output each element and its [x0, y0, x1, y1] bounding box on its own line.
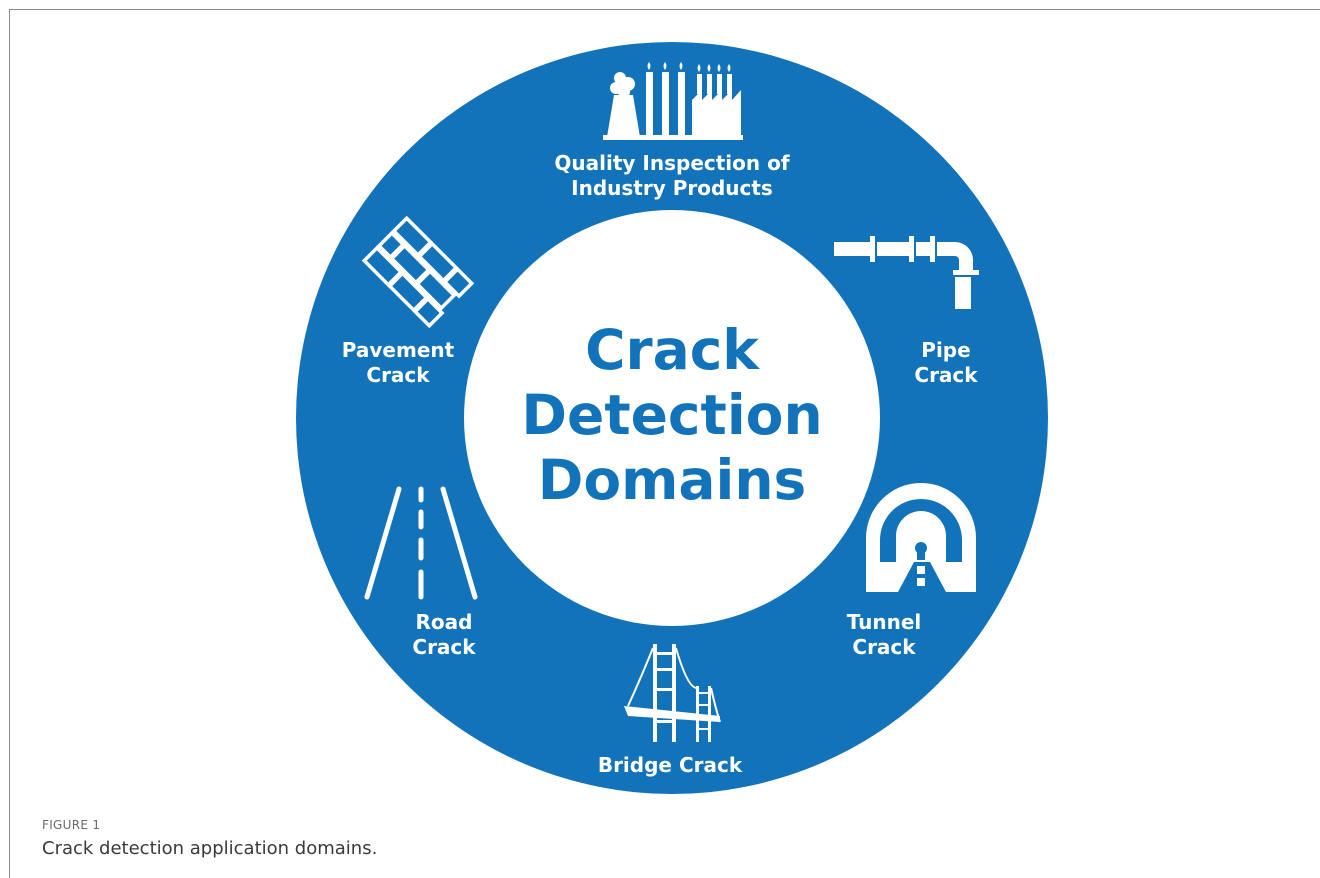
- tunnel-label: Tunnel Crack: [834, 610, 934, 660]
- pavement-icon: [361, 215, 475, 329]
- industry-label: Quality Inspection of Industry Products: [522, 151, 822, 201]
- center-title-line1: Crack: [585, 318, 759, 382]
- industry-label-line1: Quality Inspection of: [554, 151, 790, 175]
- center-title-line2: Detection: [521, 383, 823, 447]
- tunnel-icon: [866, 483, 976, 592]
- industry-label-line2: Industry Products: [571, 176, 773, 200]
- bridge-label: Bridge Crack: [570, 753, 770, 778]
- figure-frame: [9, 9, 1320, 878]
- pipe-icon: [834, 236, 979, 309]
- pipe-label-line2: Crack: [914, 363, 978, 387]
- figure-caption: Crack detection application domains.: [42, 838, 378, 859]
- pavement-label-line1: Pavement: [341, 338, 455, 362]
- center-title: Crack Detection Domains: [472, 318, 872, 513]
- factory-icon: [603, 62, 743, 140]
- road-label-line2: Crack: [412, 635, 476, 659]
- tunnel-label-line2: Crack: [852, 635, 916, 659]
- inner-disc: [464, 210, 880, 626]
- road-label: Road Crack: [394, 610, 494, 660]
- road-label-line1: Road: [415, 610, 473, 634]
- pipe-label: Pipe Crack: [896, 338, 996, 388]
- pipe-label-line1: Pipe: [921, 338, 971, 362]
- bridge-icon: [624, 644, 721, 742]
- pavement-label-line2: Crack: [366, 363, 430, 387]
- bridge-label-line1: Bridge Crack: [597, 753, 743, 777]
- center-title-line3: Domains: [537, 448, 807, 512]
- figure-kicker: FIGURE 1: [42, 818, 101, 832]
- pavement-label: Pavement Crack: [328, 338, 468, 388]
- tunnel-label-line1: Tunnel: [846, 610, 922, 634]
- road-icon: [364, 486, 478, 600]
